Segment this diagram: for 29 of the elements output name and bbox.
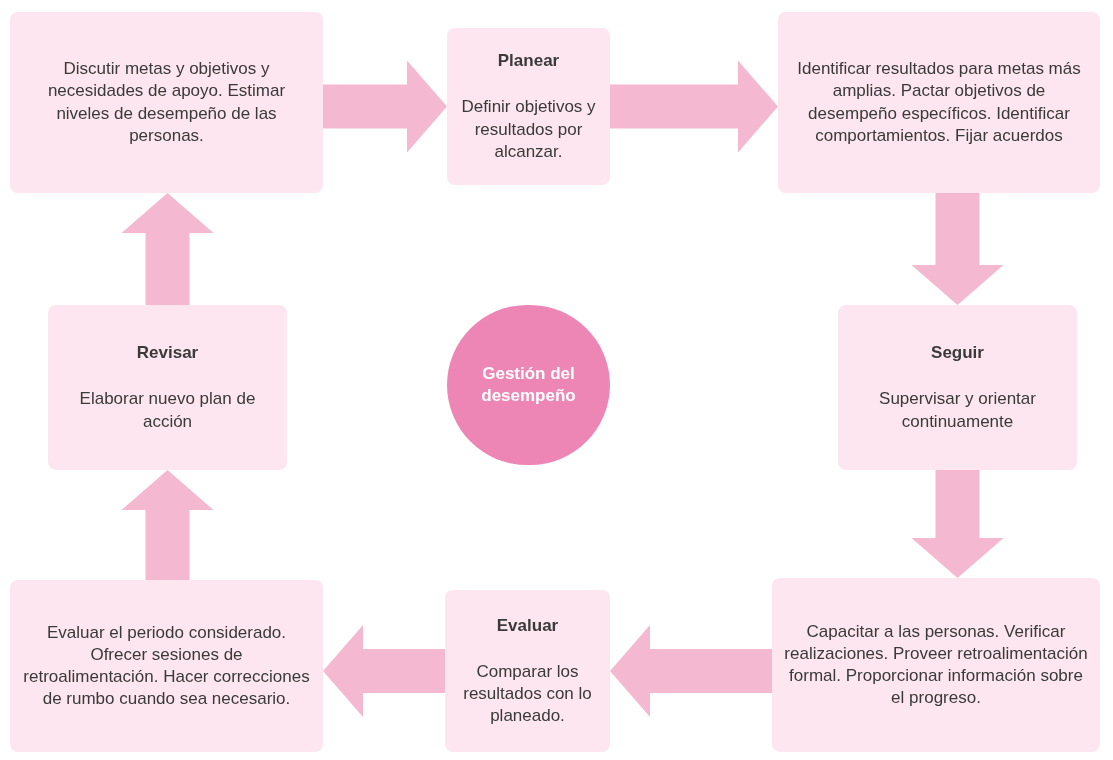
step-title: Evaluar bbox=[496, 614, 559, 637]
step-description: Discutir metas y objetivos y necesidades de apoyo. Estimar niveles de desempeño de las personas. bbox=[46, 58, 287, 147]
step-description: Elaborar nuevo plan de acción bbox=[78, 388, 257, 433]
block-arrow bbox=[323, 625, 445, 717]
step-box bbox=[48, 305, 287, 470]
step-title: Planear bbox=[497, 50, 560, 73]
block-arrow bbox=[121, 193, 214, 305]
block-arrow bbox=[610, 60, 778, 153]
step-box bbox=[772, 578, 1100, 752]
step-description: Definir objetivos y resultados por alcanzar. bbox=[460, 96, 597, 163]
step-box bbox=[10, 12, 323, 193]
block-arrow bbox=[911, 193, 1004, 305]
step-title: Seguir bbox=[931, 342, 984, 365]
step-box bbox=[10, 580, 323, 752]
step-description: Capacitar a las personas. Verificar realizaciones. Proveer retroalimentación formal. Proporcionar información sobre el progreso. bbox=[784, 620, 1088, 710]
step-description: Evaluar el periodo considerado. Ofrecer sesiones de retroalimentación. Hacer correcciones de rumbo cuando sea necesario. bbox=[22, 621, 311, 711]
block-arrow bbox=[323, 60, 447, 153]
step-description: Supervisar y orientar continuamente bbox=[878, 388, 1037, 433]
block-arrow bbox=[121, 470, 214, 580]
step-box bbox=[778, 12, 1100, 193]
block-arrow bbox=[610, 625, 772, 717]
step-box bbox=[838, 305, 1077, 470]
step-box bbox=[445, 590, 610, 752]
step-description: Comparar los resultados con lo planeado. bbox=[462, 660, 593, 728]
step-box bbox=[447, 28, 610, 185]
step-title: Revisar bbox=[136, 342, 199, 365]
step-description: Identificar resultados para metas más amplias. Pactar objetivos de desempeño específicos. Identificar comportamientos. Fijar acuerdos bbox=[796, 58, 1082, 147]
center-title: Gestión del desempeño bbox=[480, 362, 577, 407]
block-arrow bbox=[911, 470, 1004, 578]
